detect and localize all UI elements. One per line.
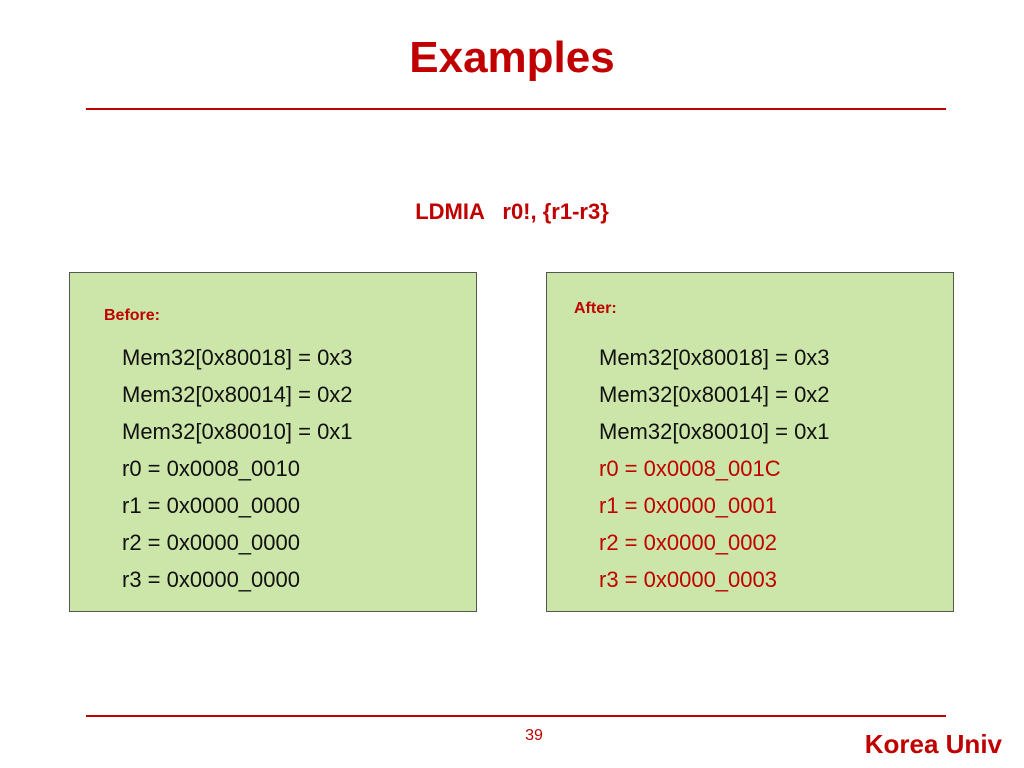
before-line: r1 = 0x0000_0000: [122, 493, 300, 518]
after-line: r3 = 0x0000_0003: [599, 567, 777, 592]
after-line: Mem32[0x80018] = 0x3: [599, 345, 830, 370]
before-line: r0 = 0x0008_0010: [122, 456, 300, 481]
after-box: After: Mem32[0x80018] = 0x3 Mem32[0x8001…: [546, 272, 954, 612]
footer-brand: Korea Univ: [864, 729, 1002, 759]
before-line: r3 = 0x0000_0000: [122, 567, 300, 592]
after-line: r2 = 0x0000_0002: [599, 530, 777, 555]
after-lines: Mem32[0x80018] = 0x3 Mem32[0x80014] = 0x…: [599, 339, 830, 598]
title-divider: [86, 108, 946, 110]
before-line: Mem32[0x80010] = 0x1: [122, 419, 353, 444]
instruction-text: LDMIA r0!, {r1-r3}: [415, 199, 609, 224]
after-label: After:: [574, 300, 617, 317]
slide-title: Examples: [409, 33, 615, 82]
before-line: Mem32[0x80018] = 0x3: [122, 345, 353, 370]
before-lines: Mem32[0x80018] = 0x3 Mem32[0x80014] = 0x…: [122, 339, 353, 598]
before-box: Before: Mem32[0x80018] = 0x3 Mem32[0x800…: [69, 272, 477, 612]
before-line: Mem32[0x80014] = 0x2: [122, 382, 353, 407]
after-line: Mem32[0x80010] = 0x1: [599, 419, 830, 444]
after-line: r1 = 0x0000_0001: [599, 493, 777, 518]
after-line: Mem32[0x80014] = 0x2: [599, 382, 830, 407]
footer-divider: [86, 715, 946, 717]
before-line: r2 = 0x0000_0000: [122, 530, 300, 555]
before-label: Before:: [104, 307, 161, 324]
after-line: r0 = 0x0008_001C: [599, 456, 781, 481]
page-number: 39: [525, 727, 543, 744]
